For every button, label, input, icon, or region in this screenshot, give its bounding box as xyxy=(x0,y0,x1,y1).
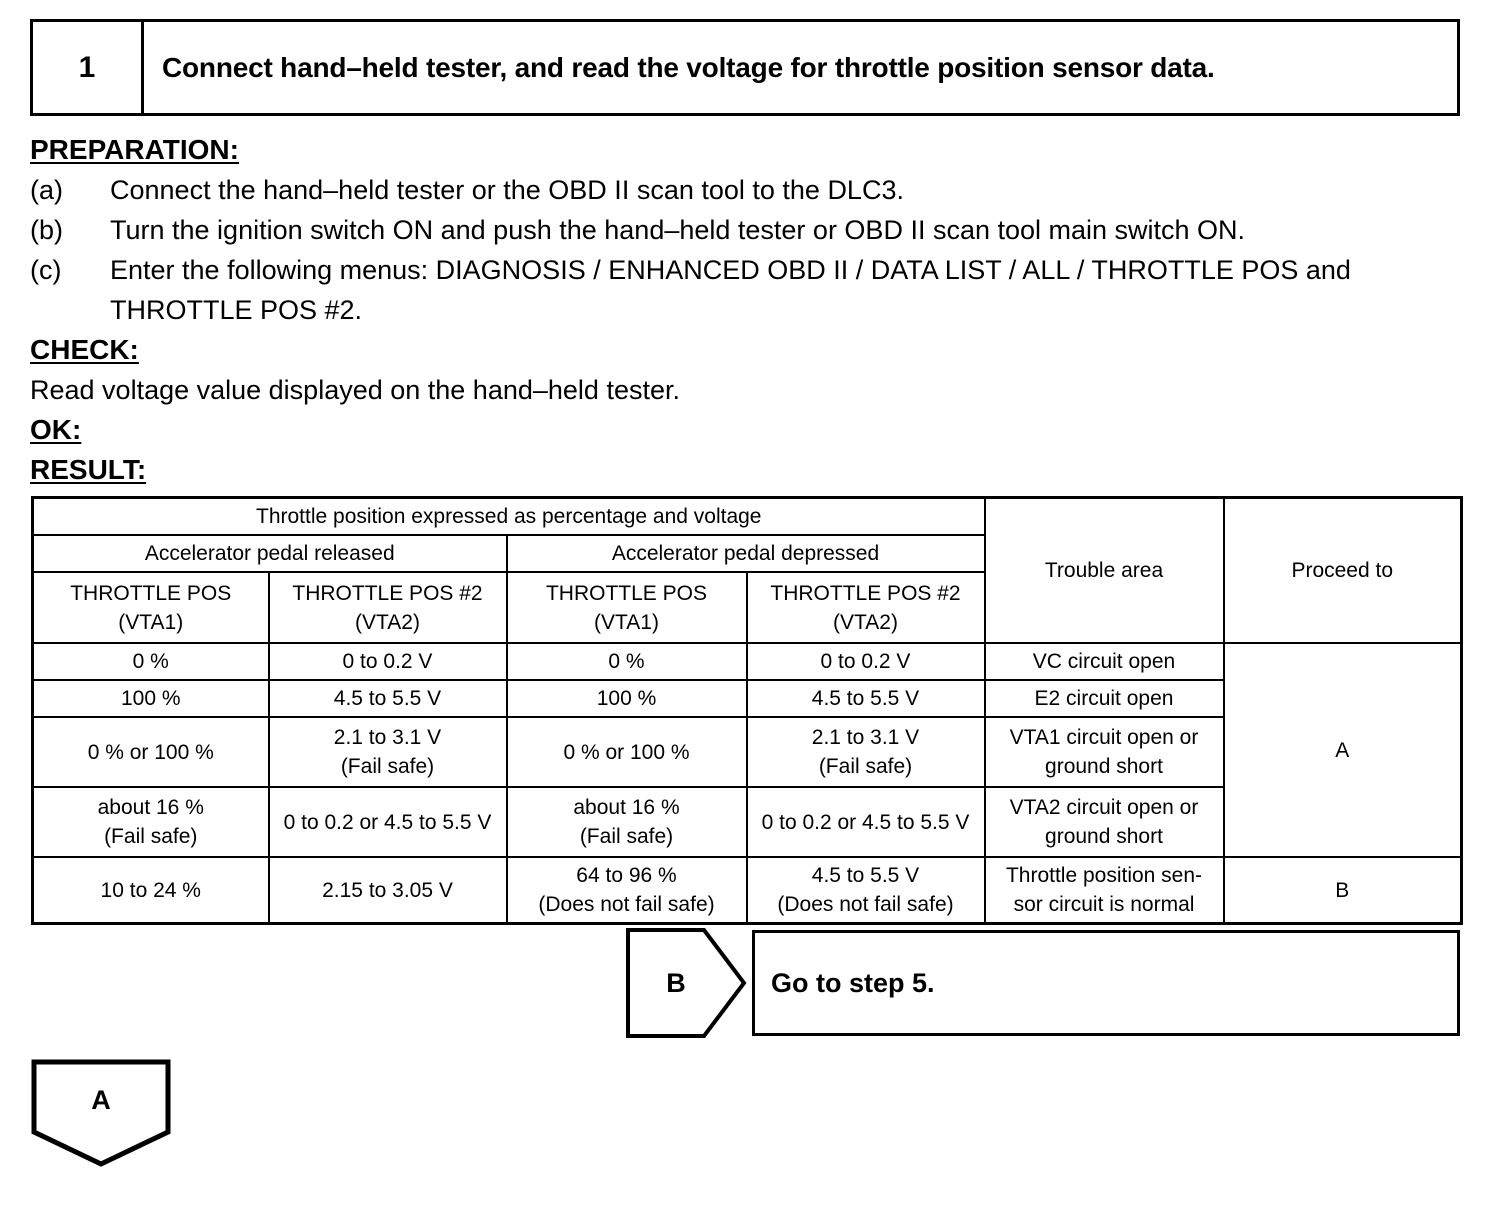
cell-trouble-area: E2 circuit open xyxy=(983,679,1225,718)
col-header-line1: THROTTLE POS #2 xyxy=(770,581,961,605)
cell-released-vta1: 0 % or 100 % xyxy=(31,716,270,788)
table-row: 0 % 0 to 0.2 V 0 % 0 to 0.2 V VC circuit… xyxy=(31,642,1463,858)
cell-released-vta1: 100 % xyxy=(31,679,270,718)
cell-proceed-to-b: B xyxy=(1222,856,1463,925)
cell-depressed-vta1: 100 % xyxy=(505,679,748,718)
trouble-area-header: Trouble area xyxy=(983,496,1225,644)
col-header-depressed-vta1: THROTTLE POS (VTA1) xyxy=(505,571,748,644)
item-c-text: Enter the following menus: DIAGNOSIS / E… xyxy=(110,255,1351,325)
preparation-item-b: (b) Turn the ignition switch ON and push… xyxy=(30,210,1480,250)
cell-depressed-vta2: 0 to 0.2 or 4.5 to 5.5 V xyxy=(745,786,986,858)
cell-proceed-to-a: A xyxy=(1222,642,1463,858)
cell-depressed-vta2: 0 to 0.2 V xyxy=(745,642,986,681)
pentagon-down-icon xyxy=(31,1059,171,1167)
item-a-tag: (a) xyxy=(30,175,63,205)
connector-b-label: B xyxy=(666,967,686,998)
col-header-line1: THROTTLE POS xyxy=(545,581,708,605)
cell-trouble-area: Throttle position sen-sor circuit is nor… xyxy=(983,856,1225,925)
table-row: 10 to 24 % 2.15 to 3.05 V 64 to 96 %(Doe… xyxy=(31,856,1463,925)
cell-released-vta2: 0 to 0.2 V xyxy=(267,642,508,681)
col-header-line2: (VTA2) xyxy=(355,610,420,634)
goto-step-text: Go to step 5. xyxy=(752,930,1460,1036)
cell-trouble-area: VC circuit open xyxy=(983,642,1225,681)
col-header-depressed-vta2: THROTTLE POS #2 (VTA2) xyxy=(745,571,986,644)
pentagon-right-icon xyxy=(626,928,747,1038)
col-header-released-vta2: THROTTLE POS #2 (VTA2) xyxy=(267,571,508,644)
cell-depressed-vta2: 4.5 to 5.5 V xyxy=(745,679,986,718)
cell-released-vta2: 2.15 to 3.05 V xyxy=(267,856,508,925)
cell-released-vta2: 4.5 to 5.5 V xyxy=(267,679,508,718)
table-group-header-row: Throttle position expressed as percentag… xyxy=(31,496,1463,644)
cell-released-vta1: 0 % xyxy=(31,642,270,681)
cell-released-vta2: 2.1 to 3.1 V(Fail safe) xyxy=(267,716,508,788)
table-row: 100 % 4.5 to 5.5 V 100 % 4.5 to 5.5 V E2… xyxy=(31,679,1462,718)
connector-b-shape: B xyxy=(626,928,748,1038)
col-header-line2: (VTA1) xyxy=(594,610,659,634)
cell-depressed-vta1: 0 % xyxy=(505,642,748,681)
connector-a-label: A xyxy=(91,1084,111,1115)
cell-depressed-vta1: about 16 %(Fail safe) xyxy=(505,786,748,858)
table-row: about 16 %(Fail safe) 0 to 0.2 or 4.5 to… xyxy=(31,786,1462,858)
cell-depressed-vta2: 4.5 to 5.5 V(Does not fail safe) xyxy=(745,856,986,925)
proceed-to-header: Proceed to xyxy=(1222,496,1463,644)
cell-released-vta2: 0 to 0.2 or 4.5 to 5.5 V xyxy=(267,786,508,858)
preparation-label: PREPARATION: xyxy=(30,134,239,165)
table-row: 0 % or 100 % 2.1 to 3.1 V(Fail safe) 0 %… xyxy=(31,716,1462,788)
subgroup-depressed: Accelerator pedal depressed xyxy=(505,534,986,573)
preparation-item-a: (a) Connect the hand–held tester or the … xyxy=(30,170,1480,210)
group-title-cell: Throttle position expressed as percentag… xyxy=(31,496,986,536)
cell-released-vta1: about 16 %(Fail safe) xyxy=(31,786,270,858)
instruction-body: PREPARATION: (a) Connect the hand–held t… xyxy=(30,130,1480,490)
cell-depressed-vta1: 64 to 96 %(Does not fail safe) xyxy=(505,856,748,925)
item-a-text: Connect the hand–held tester or the OBD … xyxy=(110,175,904,205)
cell-depressed-vta1: 0 % or 100 % xyxy=(505,716,748,788)
cell-released-vta1: 10 to 24 % xyxy=(31,856,270,925)
step-header-box: 1 Connect hand–held tester, and read the… xyxy=(30,19,1460,116)
item-b-tag: (b) xyxy=(30,215,63,245)
item-c-tag: (c) xyxy=(30,255,62,285)
ok-label: OK: xyxy=(30,414,82,445)
col-header-line1: THROTTLE POS xyxy=(70,581,232,605)
col-header-line1: THROTTLE POS #2 xyxy=(292,581,483,605)
col-header-released-vta1: THROTTLE POS (VTA1) xyxy=(31,571,270,644)
result-table: Throttle position expressed as percentag… xyxy=(31,496,1463,925)
item-b-text: Turn the ignition switch ON and push the… xyxy=(110,215,1246,245)
connector-a-shape: A xyxy=(31,1059,171,1169)
check-label: CHECK: xyxy=(30,334,139,365)
goto-step-block: B Go to step 5. xyxy=(626,928,1460,1038)
col-header-line2: (VTA1) xyxy=(118,610,184,634)
col-header-line2: (VTA2) xyxy=(833,610,898,634)
table-column-header-row: THROTTLE POS (VTA1) THROTTLE POS #2 (VTA… xyxy=(31,571,1462,644)
cell-depressed-vta2: 2.1 to 3.1 V(Fail safe) xyxy=(745,716,986,788)
step-number: 1 xyxy=(33,22,144,113)
preparation-item-c: (c) Enter the following menus: DIAGNOSIS… xyxy=(30,250,1480,330)
check-text: Read voltage value displayed on the hand… xyxy=(30,375,680,405)
subgroup-released: Accelerator pedal released xyxy=(31,534,508,573)
step-title: Connect hand–held tester, and read the v… xyxy=(162,51,1215,83)
result-label: RESULT: xyxy=(30,454,147,485)
table-subgroup-header-row: Accelerator pedal released Accelerator p… xyxy=(31,534,1462,573)
